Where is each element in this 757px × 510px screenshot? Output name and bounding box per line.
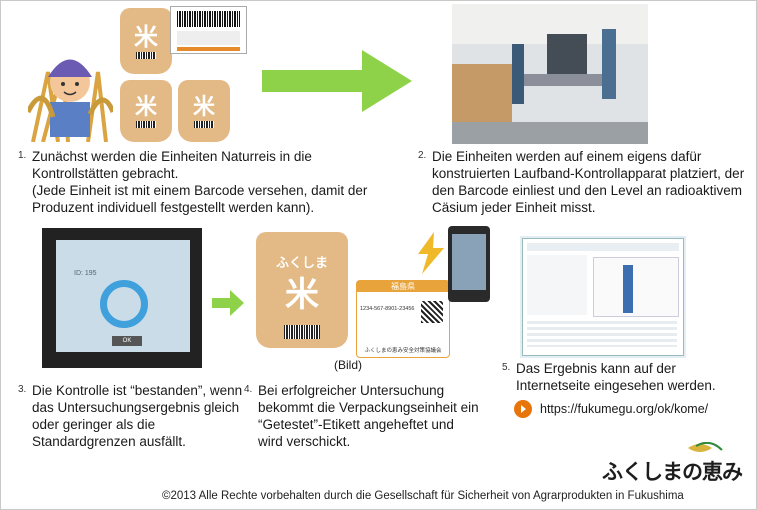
bag-kanji: 米 (134, 93, 157, 119)
link-arrow-icon[interactable] (514, 400, 532, 418)
step-3-text: Die Kontrolle ist “bestanden”, wenn das … (32, 383, 243, 449)
monitor-id: ID: 195 (74, 270, 97, 277)
bag-kanji: 米 (134, 24, 158, 52)
tested-rice-bag: ふくしま 米 (256, 232, 348, 348)
step-5-text: Das Ergebnis kann auf der Internetseite … (516, 361, 716, 393)
barcode-icon (283, 324, 321, 339)
step-5-number: 5. (502, 362, 511, 373)
step-3-number: 3. (18, 384, 27, 395)
barcode-icon (135, 51, 157, 60)
bag-kanji: 米 (285, 275, 319, 314)
rice-bag-left: 米 (120, 80, 172, 142)
rice-bag-right: 米 (178, 80, 230, 142)
lightning-icon (414, 232, 446, 279)
monitor-ok-button[interactable]: OK (112, 336, 142, 346)
logo-text: ふくしまの恵み (602, 461, 743, 484)
conveyor-photo (452, 4, 648, 144)
qr-code-icon (421, 301, 443, 323)
barcode-label (170, 6, 247, 54)
barcode-icon (193, 120, 215, 129)
step-1-main: Zunächst werden die Einheiten Naturreis … (32, 149, 312, 181)
step-2-number: 2. (418, 150, 427, 161)
pass-ring-icon (100, 280, 148, 328)
image-caption: (Bild) (334, 358, 363, 372)
farmer-illustration (25, 42, 116, 143)
step-1-text: Zunächst werden die Einheiten Naturreis … (32, 148, 412, 216)
tag-code: 1234-567-8901-23456 (360, 306, 415, 312)
step-2-text: Die Einheiten werden auf einem eigens da… (432, 149, 745, 215)
monitor-photo: ID: 195 OK (42, 228, 202, 368)
tag-org: ふくしまの恵み安全対策協議会 (364, 348, 442, 354)
website-screenshot (522, 238, 684, 356)
tag-title: 福島県 (357, 281, 449, 292)
copyright-text: ©2013 Alle Rechte vorbehalten durch die … (162, 490, 684, 502)
bag-brand-text: ふくしま (275, 255, 328, 270)
result-url-link[interactable]: https://fukumegu.org/ok/kome/ (540, 402, 709, 416)
smartphone-icon (448, 226, 490, 302)
rice-bag-top: 米 (120, 8, 172, 74)
step-1-note: (Jede Einheit ist mit einem Barcode vers… (32, 183, 368, 215)
step-4-text: Bei erfolgreicher Untersuchung bekommt d… (258, 383, 479, 449)
bag-kanji: 米 (192, 93, 215, 119)
arrow-right-small-icon (212, 290, 244, 321)
step-1-number: 1. (18, 150, 27, 161)
barcode-icon (135, 120, 157, 129)
fukushima-no-megumi-logo: ふくしまの恵み (600, 441, 750, 486)
tested-tag: 福島県 1234-567-8901-23456 ふくしまの恵み安全対策協議会 (356, 280, 450, 358)
arrow-right-icon (262, 50, 412, 117)
step-4-number: 4. (244, 384, 253, 395)
